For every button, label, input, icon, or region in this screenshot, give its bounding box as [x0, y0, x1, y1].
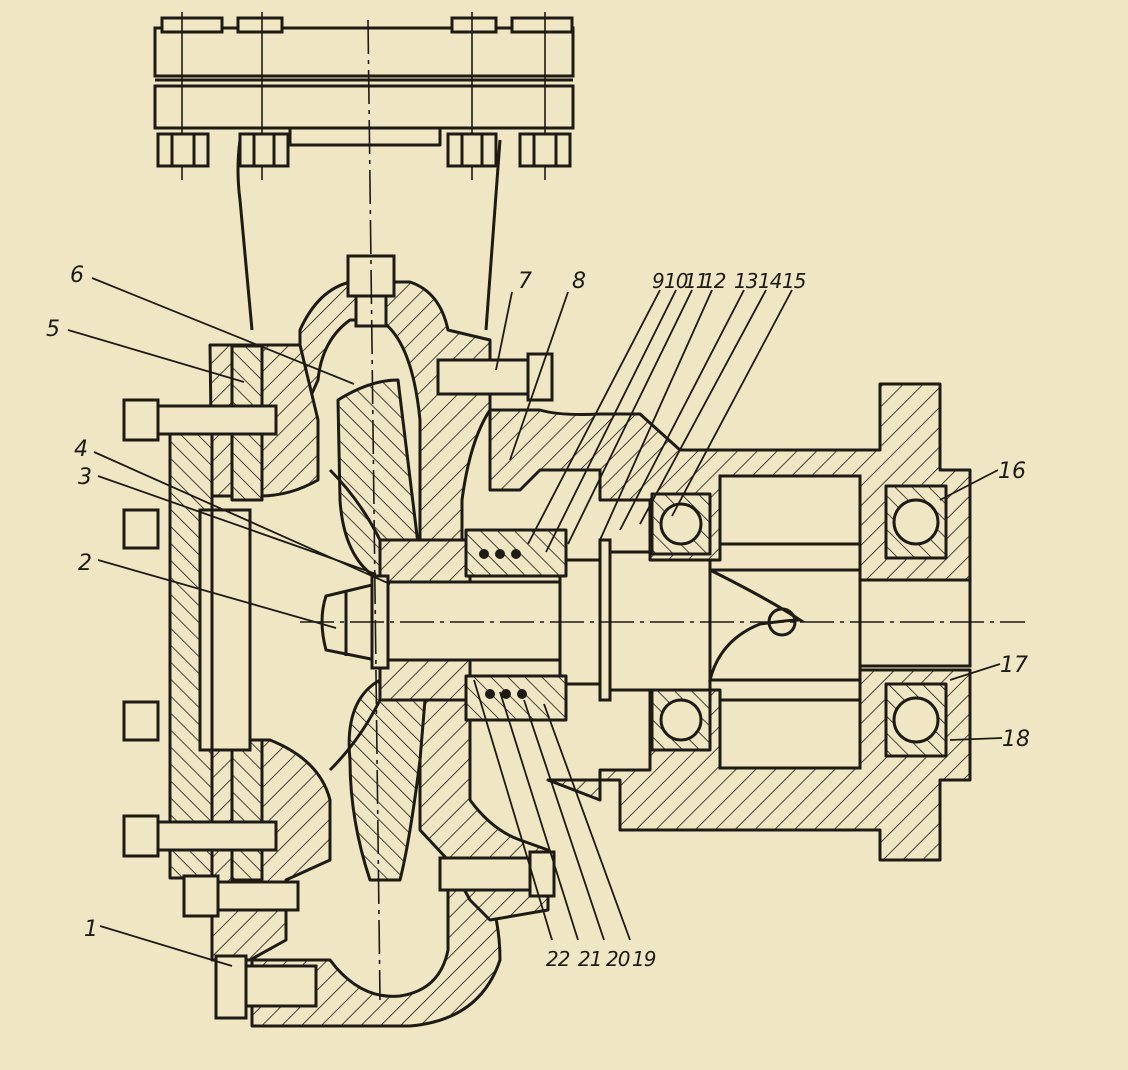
callout-19: 19 [632, 947, 656, 971]
flange-nut-4 [518, 132, 572, 168]
callout-4: 4 [74, 437, 88, 462]
bolt-left-4 [122, 814, 278, 858]
callout-16: 16 [998, 459, 1026, 484]
callout-6: 6 [70, 263, 84, 288]
impeller-nut [320, 574, 390, 670]
callout-20: 20 [606, 947, 630, 971]
callout-18: 18 [1002, 727, 1030, 752]
flange-nut-3 [446, 132, 498, 168]
callout-12: 12 [702, 269, 726, 293]
suction-cover [168, 406, 252, 880]
callout-2: 2 [78, 551, 92, 576]
vertical-centerline [367, 19, 381, 1001]
callout-11: 11 [684, 269, 707, 293]
mechanical-seal [464, 528, 612, 722]
bolt-5 [122, 398, 278, 442]
flange-nut-1 [156, 132, 210, 168]
bolt-7 [436, 352, 554, 402]
callout-10: 10 [664, 269, 688, 293]
callout-22: 22 [546, 947, 570, 971]
bolt-left-2 [122, 508, 160, 550]
callout-15: 15 [782, 269, 806, 293]
bearing-rear-bottom [884, 682, 948, 758]
bolt-left-5 [182, 874, 300, 918]
callout-17: 17 [1000, 653, 1028, 678]
bolt-left-3 [122, 700, 160, 742]
callout-13: 13 [734, 269, 758, 293]
bearing-front-bottom [650, 688, 712, 752]
callout-5: 5 [46, 317, 60, 342]
discharge-neck [236, 128, 502, 331]
callout-9: 9 [652, 269, 664, 293]
leader-lines [67, 277, 1003, 967]
callout-7: 7 [518, 269, 532, 294]
bearing-front-top [650, 492, 712, 556]
bearing-rear-top [884, 484, 948, 560]
callout-21: 21 [578, 947, 601, 971]
bolt-bottom-right [438, 850, 556, 898]
callout-8: 8 [572, 269, 586, 294]
callout-1: 1 [84, 917, 98, 942]
callout-3: 3 [78, 465, 92, 490]
flange-nut-2 [238, 132, 290, 168]
top-flange [153, 12, 575, 180]
callout-14: 14 [758, 269, 782, 293]
